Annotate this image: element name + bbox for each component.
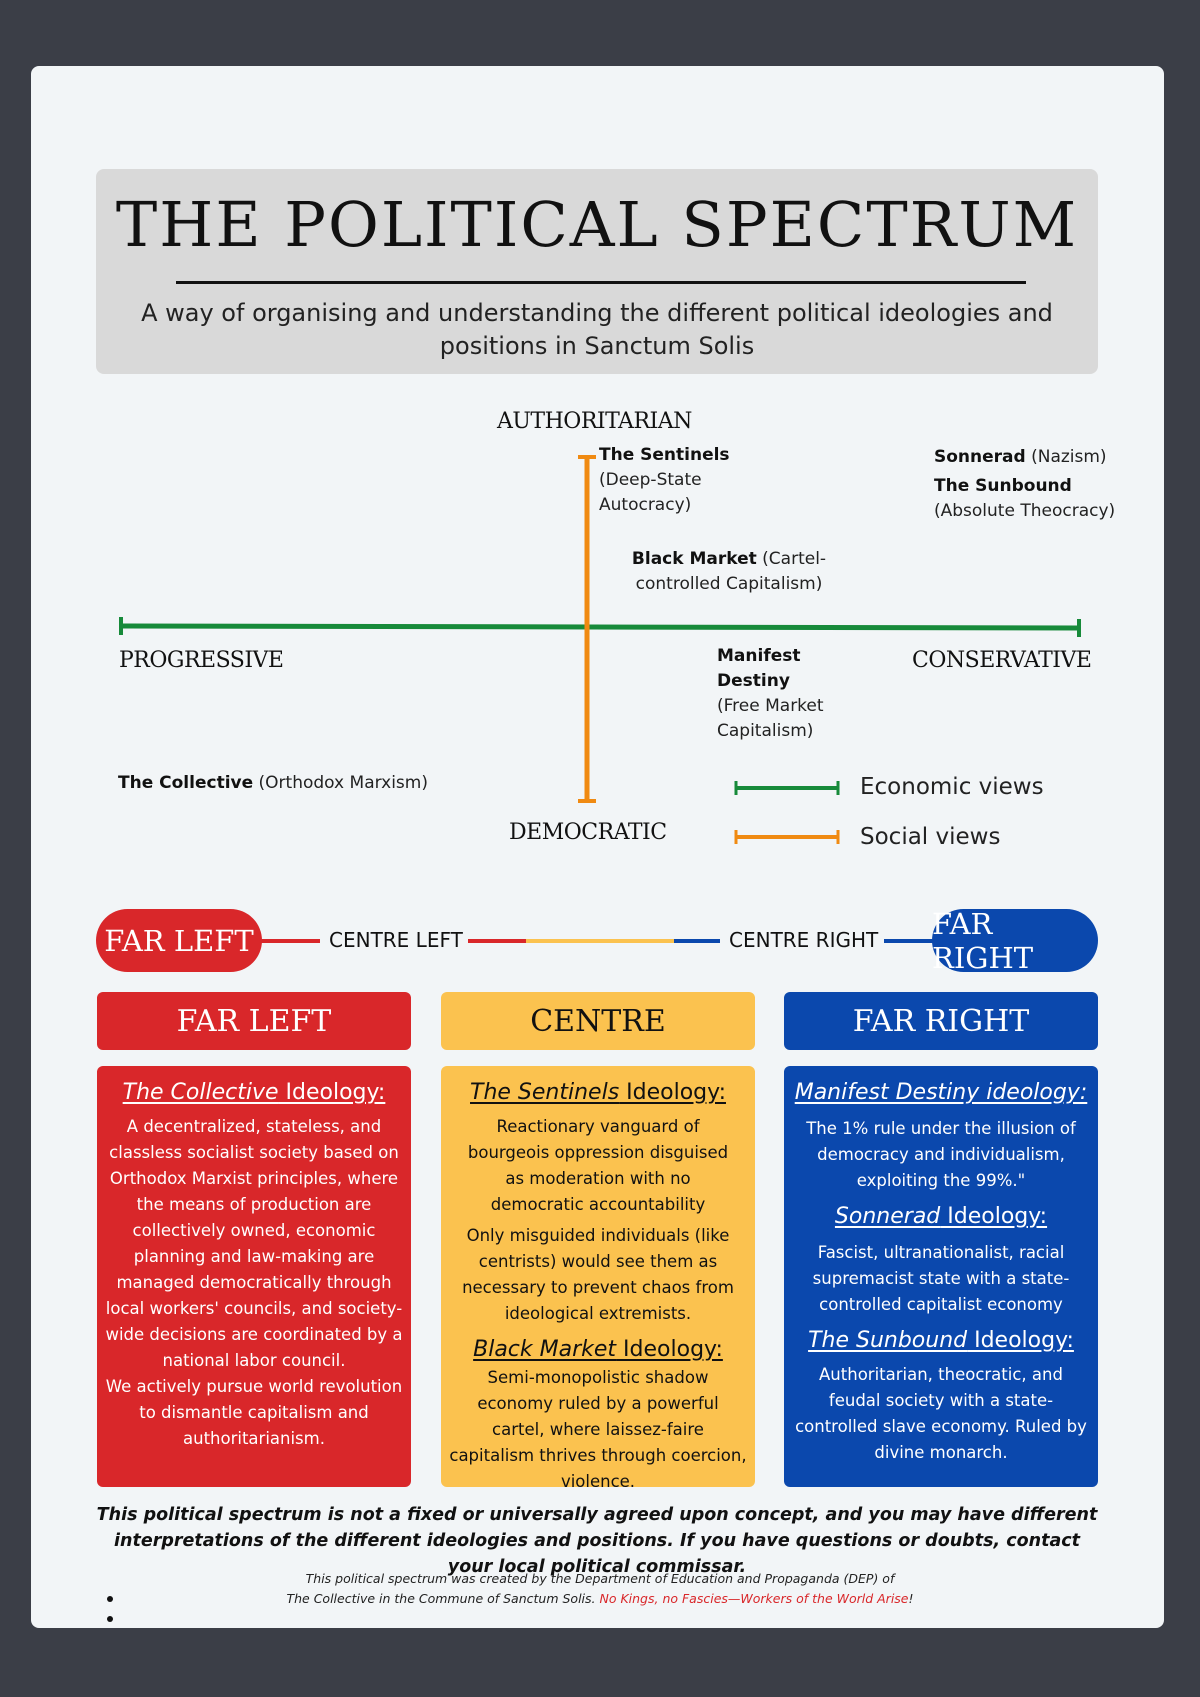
- ideology-heading-name: Manifest Destiny ideology:: [794, 1080, 1088, 1105]
- spectrum-axes: [119, 455, 1081, 844]
- ideology-heading-name: The Sentinels: [470, 1080, 620, 1105]
- ideology-collective: The Collective (Orthodox Marxism): [118, 771, 428, 796]
- slogan: No Kings, no Fascies—Workers of the Worl…: [599, 1591, 909, 1606]
- column-body-far-left: The Collective Ideology: A decentralized…: [97, 1066, 411, 1487]
- title-underline: [176, 281, 1026, 284]
- legend-economic-line: [734, 781, 840, 795]
- slogan-end: !: [908, 1591, 914, 1606]
- ideology-desc: (Nazism): [1031, 447, 1107, 467]
- ideology-heading: The Sentinels Ideology:: [449, 1078, 747, 1108]
- scale-line-centre-yellow: [526, 939, 674, 943]
- credit-line-2: The Collective in the Commune of Sanctum…: [286, 1591, 600, 1606]
- ideology-desc: (Free Market Capitalism): [717, 696, 824, 741]
- legend-economic-label: Economic views: [860, 774, 1044, 800]
- scale-line-right: [884, 939, 934, 943]
- ideology-name: The Sunbound: [934, 476, 1072, 496]
- ideology-description: Reactionary vanguard of bourgeois oppres…: [467, 1117, 729, 1214]
- ideology-heading-suffix: Ideology:: [278, 1080, 386, 1105]
- economic-axis: [119, 617, 1081, 637]
- scale-centre-left: CENTRE LEFT: [329, 928, 463, 952]
- scale-line-centre-red: [468, 939, 526, 943]
- scale-line-centre-blue: [674, 939, 720, 943]
- ideology-description: Only misguided individuals (like centris…: [462, 1226, 734, 1323]
- axis-label-conservative: CONSERVATIVE: [912, 648, 1092, 673]
- ideology-name: Manifest Destiny: [717, 646, 801, 691]
- ideology-black-market: Black Market (Cartel-controlled Capitali…: [624, 547, 834, 597]
- ideology-heading: Sonnerad Ideology:: [792, 1202, 1090, 1232]
- axis-label-authoritarian: AUTHORITARIAN: [497, 409, 692, 434]
- ideology-description: We actively pursue world revolution to d…: [105, 1377, 403, 1448]
- ideology-desc: (Deep-State Autocracy): [599, 470, 702, 515]
- ideology-heading-suffix: Ideology:: [619, 1080, 726, 1105]
- ideology-name: Black Market: [631, 549, 757, 569]
- ideology-sonnerad: Sonnerad (Nazism): [934, 445, 1107, 470]
- ideology-manifest-destiny: Manifest Destiny (Free Market Capitalism…: [717, 644, 877, 744]
- ideology-description: Fascist, ultranationalist, racial suprem…: [812, 1243, 1070, 1314]
- ideology-description: Semi-monopolistic shadow economy ruled b…: [449, 1368, 747, 1491]
- ideology-heading-name: The Collective: [122, 1080, 279, 1105]
- credit: This political spectrum was created by t…: [200, 1569, 1000, 1609]
- ideology-heading-name: Black Market: [473, 1337, 617, 1362]
- ideology-heading-name: The Sunbound: [808, 1328, 968, 1353]
- scale-line-left: [260, 939, 320, 943]
- column-header-far-left: FAR LEFT: [97, 992, 411, 1050]
- page-subtitle: A way of organising and understanding th…: [141, 299, 1053, 360]
- scale-far-right-pill: FAR RIGHT: [932, 907, 1098, 975]
- credit-line-1: This political spectrum was created by t…: [305, 1571, 895, 1586]
- ideology-desc: (Cartel-controlled Capitalism): [635, 549, 827, 594]
- axis-label-progressive: PROGRESSIVE: [119, 648, 284, 673]
- column-body-centre: The Sentinels Ideology: Reactionary vang…: [441, 1066, 755, 1491]
- ideology-desc: (Orthodox Marxism): [258, 773, 428, 793]
- ideology-name: The Collective: [118, 773, 254, 793]
- scale-far-left-pill: FAR LEFT: [96, 909, 262, 972]
- ideology-heading: The Sunbound Ideology:: [792, 1326, 1090, 1356]
- legend-social-line: [734, 830, 840, 844]
- axis-label-democratic: DEMOCRATIC: [509, 820, 667, 845]
- ideology-description: Authoritarian, theocratic, and feudal so…: [795, 1365, 1087, 1462]
- column-header-centre: CENTRE: [441, 992, 755, 1050]
- column-body-far-right: Manifest Destiny ideology: The 1% rule u…: [784, 1066, 1098, 1487]
- scale-centre-right: CENTRE RIGHT: [729, 928, 879, 952]
- ideology-description: The 1% rule under the illusion of democr…: [806, 1119, 1076, 1190]
- ideology-heading-suffix: Ideology:: [940, 1204, 1048, 1229]
- ideology-sentinels: The Sentinels (Deep-State Autocracy): [599, 443, 739, 518]
- ideology-description: A decentralized, stateless, and classles…: [105, 1117, 403, 1370]
- ideology-heading-suffix: Ideology:: [967, 1328, 1074, 1353]
- ideology-heading-suffix: Ideology:: [616, 1337, 723, 1362]
- page-title: THE POLITICAL SPECTRUM: [115, 188, 1079, 261]
- ideology-heading: Black Market Ideology:: [449, 1335, 747, 1365]
- ideology-name: Sonnerad: [934, 447, 1026, 467]
- ideology-heading-name: Sonnerad: [834, 1204, 941, 1229]
- social-axis: [578, 455, 596, 803]
- column-header-far-right: FAR RIGHT: [784, 992, 1098, 1050]
- list-bullet: [107, 1596, 113, 1602]
- ideology-sunbound: The Sunbound (Absolute Theocracy): [934, 474, 1115, 524]
- header-box: [96, 169, 1098, 374]
- list-bullet: [107, 1616, 113, 1622]
- ideology-heading: Manifest Destiny ideology:: [792, 1078, 1090, 1108]
- ideology-desc: (Absolute Theocracy): [934, 501, 1116, 521]
- ideology-heading: The Collective Ideology:: [105, 1078, 403, 1108]
- ideology-name: The Sentinels: [599, 445, 730, 465]
- disclaimer: This political spectrum is not a fixed o…: [96, 1505, 1098, 1577]
- legend-social-label: Social views: [860, 824, 1001, 850]
